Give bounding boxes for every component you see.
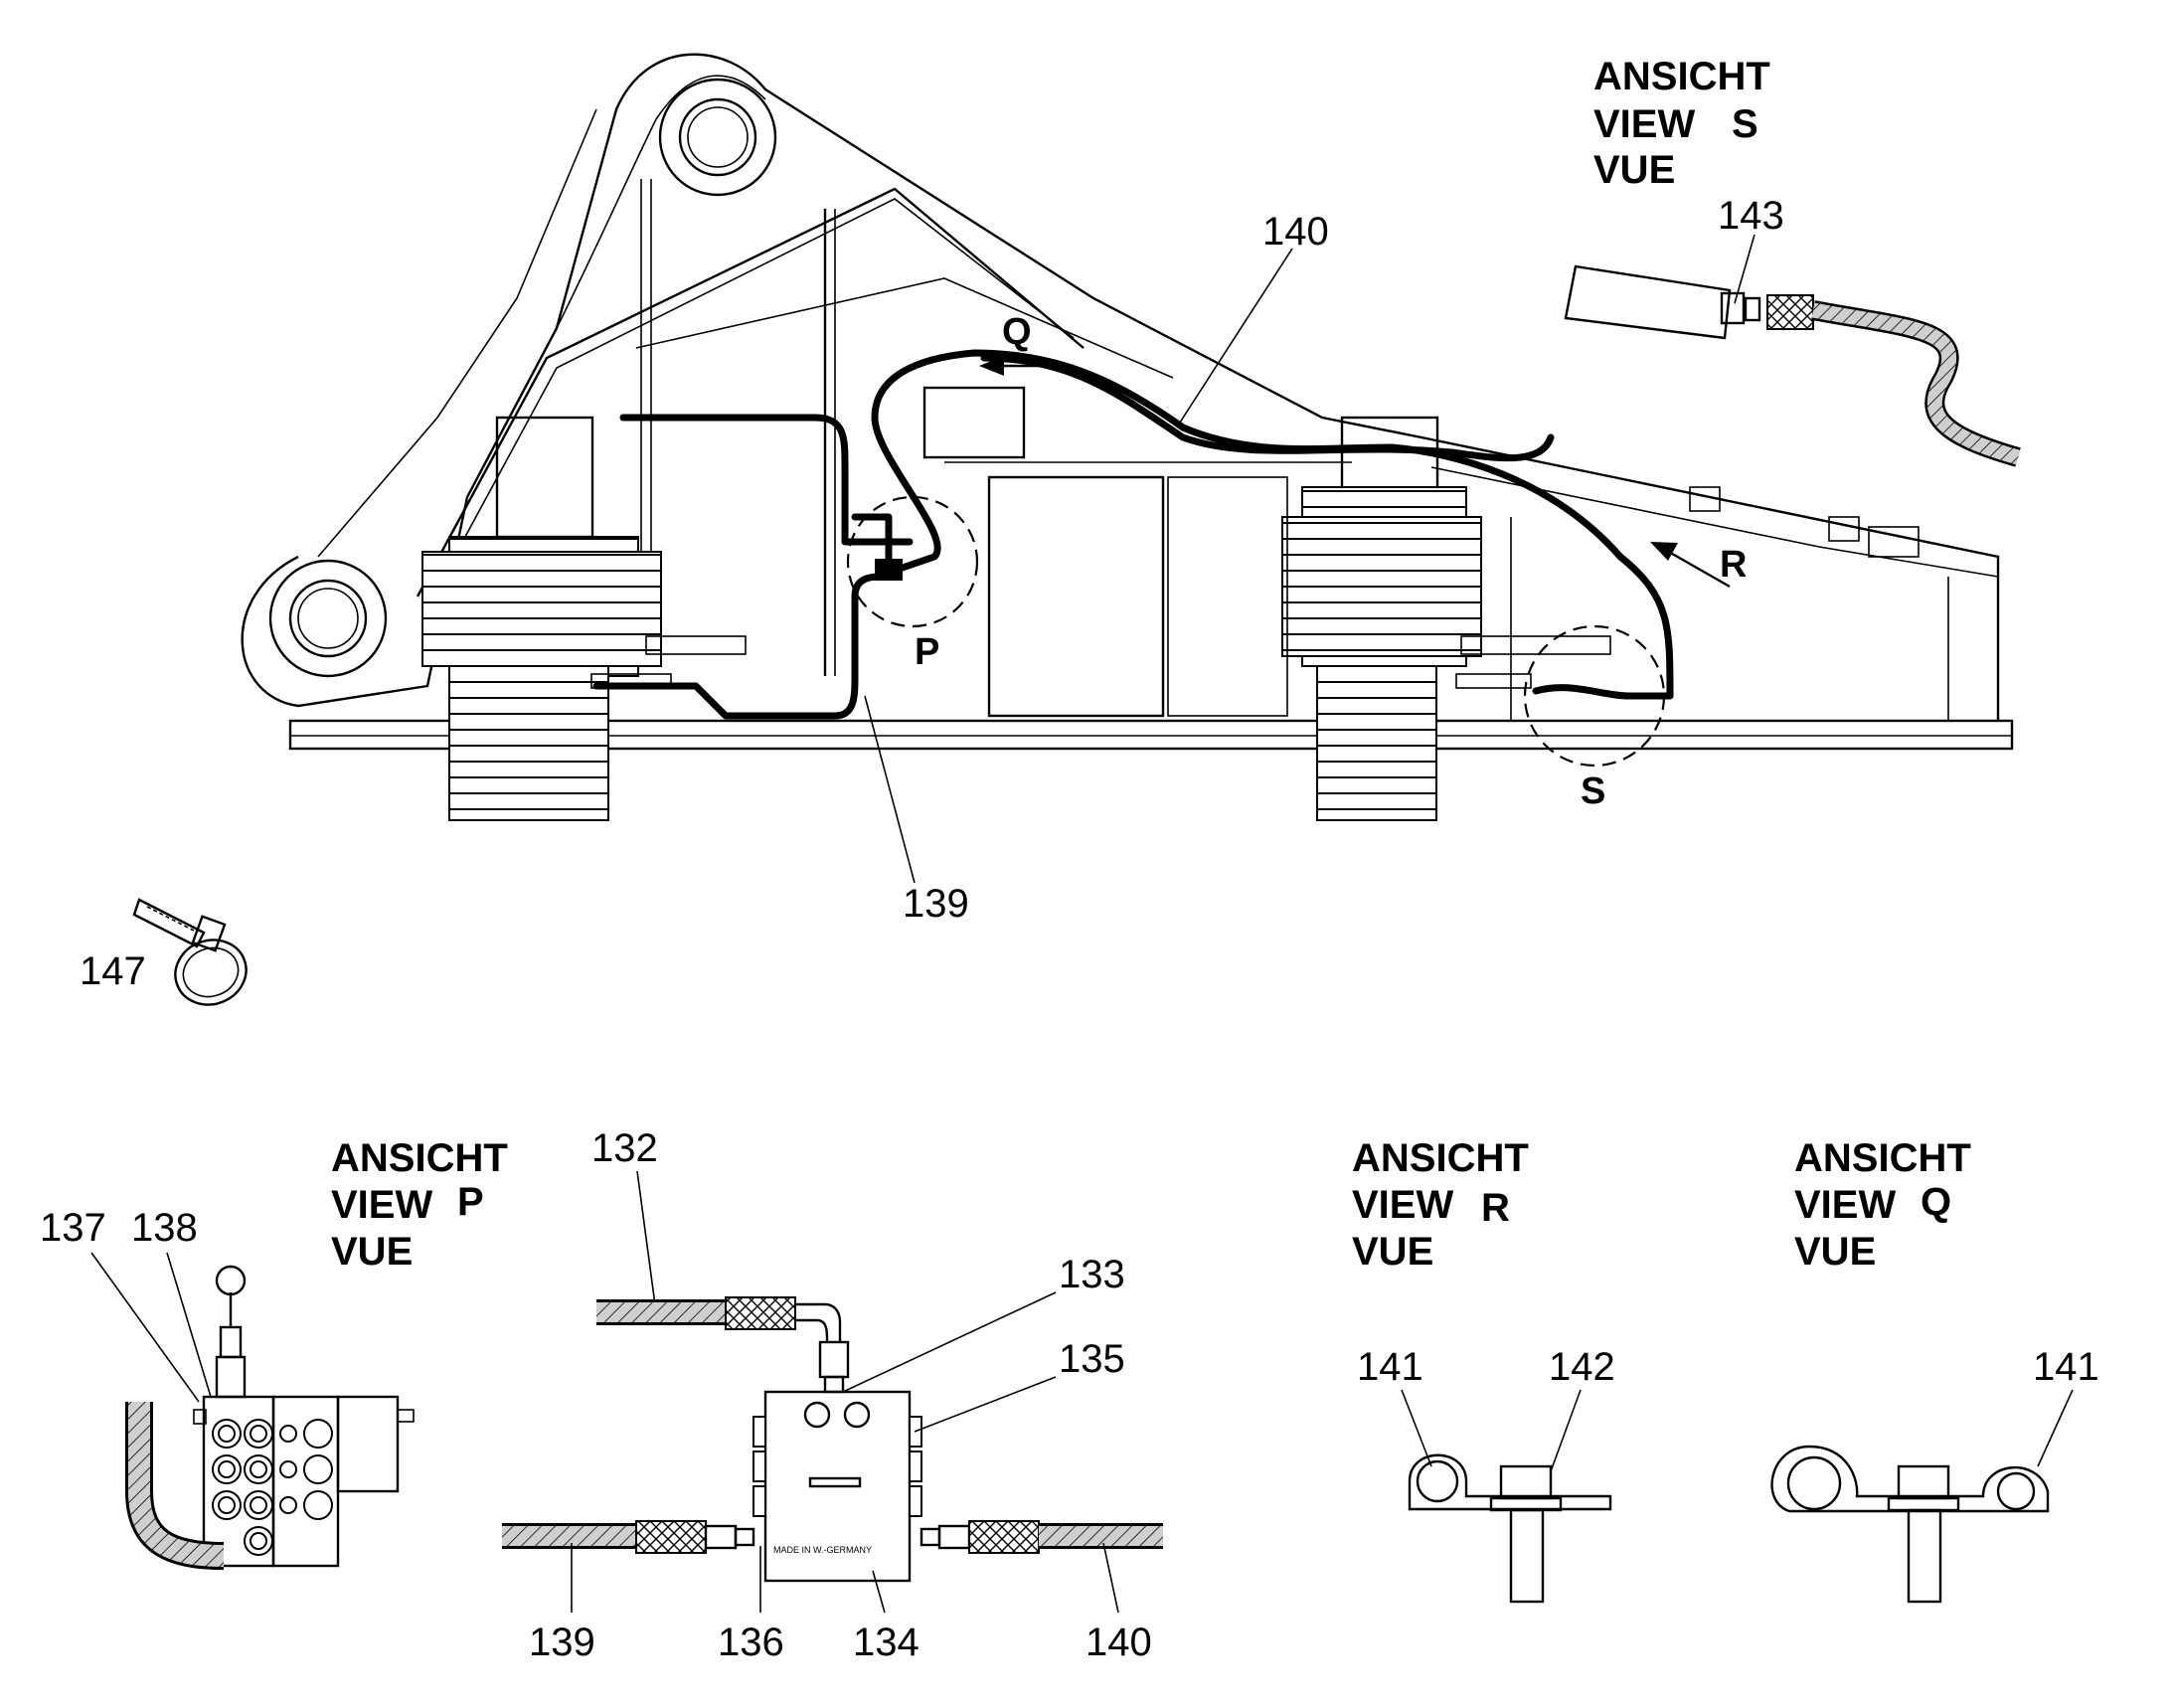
block-marking: MADE IN W.-GERMANY [773,1545,872,1555]
label-139-detail: 139 [529,1621,595,1664]
label-134: 134 [853,1621,919,1664]
view-s-title-en: VIEW [1593,102,1695,146]
marker-r: R [1720,544,1747,586]
truss-strut [416,187,1085,598]
view-r-title-fr: VUE [1352,1230,1433,1274]
view-p-circle [846,495,979,628]
cable-tie-147: 147 [80,898,248,1006]
view-p-title-fr: VUE [331,1230,413,1274]
view-r-title-de: ANSICHT [1352,1136,1529,1180]
view-s-title-fr: VUE [1593,148,1675,192]
label-137: 137 [40,1206,106,1250]
view-p-title-de: ANSICHT [331,1136,508,1180]
splitter-block [875,559,903,581]
view-s-title-de: ANSICHT [1593,55,1770,98]
view-s-letter: S [1732,102,1758,146]
clamp-view-r [1408,1453,1612,1604]
center-box [987,475,1165,718]
marker-s: S [1581,770,1605,812]
label-147: 147 [80,949,146,993]
view-r-arrow [1650,542,1731,589]
view-q-title-de: ANSICHT [1794,1136,1971,1180]
view-q-title-fr: VUE [1794,1230,1876,1274]
hose-140 [871,349,1674,700]
view-p-letter: P [457,1180,484,1224]
hose-139-lower [592,573,884,720]
right-drum [1281,416,1482,821]
label-132: 132 [591,1126,658,1170]
boom-outline [241,53,2000,721]
label-141-q: 141 [2033,1345,2099,1389]
label-136: 136 [718,1621,784,1664]
label-138: 138 [131,1206,198,1250]
view-r-letter: R [1481,1186,1510,1230]
hose-140-upper [980,354,1555,462]
marker-q: Q [1002,311,1032,353]
base-rail [288,719,2014,751]
label-140-main: 140 [1262,210,1329,254]
left-drum [421,416,662,821]
view-q-title-en: VIEW [1794,1183,1896,1227]
marker-p: P [915,631,939,673]
view-p-title-en: VIEW [331,1183,432,1227]
view-p-block: ANSICHT VIEW P VUE 137 138 [40,1126,1163,1664]
view-s-fitting-body [1564,264,1732,340]
view-q-arrow [979,356,1074,376]
label-139-main: 139 [903,882,969,926]
label-135: 135 [1059,1337,1125,1381]
label-141-r: 141 [1357,1345,1423,1389]
upper-pin [658,78,777,197]
control-box [922,386,1026,459]
view-q-letter: Q [1921,1180,1951,1224]
view-r-title-en: VIEW [1352,1183,1453,1227]
label-143: 143 [1718,194,1784,238]
label-140-detail: 140 [1086,1621,1152,1664]
view-r-block: ANSICHT VIEW R VUE 141 142 [1352,1136,1615,1604]
view-q-block: ANSICHT VIEW Q VUE 141 [1770,1136,2099,1604]
lower-pin [268,559,388,678]
label-133: 133 [1059,1253,1125,1296]
clamp-view-q [1770,1445,2050,1604]
label-142: 142 [1549,1345,1615,1389]
main-assembly: Q P R S 139 140 [241,53,2014,926]
view-s-circle [1523,624,1666,768]
distributor-block-p [125,1265,415,1570]
view-s-block: ANSICHT VIEW S VUE 143 [1564,55,2021,467]
hose-139 [619,414,914,546]
